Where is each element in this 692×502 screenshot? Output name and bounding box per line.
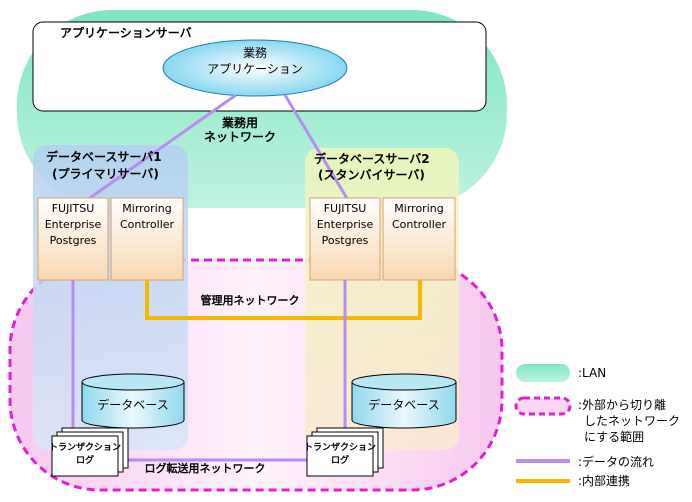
- business-network-label-2: ネットワーク: [203, 130, 276, 144]
- admin-network-label: 管理用ネットワーク: [200, 294, 300, 307]
- legend-isolated-label-2: したネットワーク: [584, 414, 681, 428]
- mirroring1-label-1: Mirroring: [122, 202, 172, 215]
- db-server1-title-1: データベースサーバ1: [46, 150, 162, 164]
- legend-lan-label: :LAN: [578, 366, 607, 380]
- fep2-label-2: Enterprise: [316, 218, 374, 231]
- db-server1-title-2: (プライマリサーバ): [52, 167, 159, 181]
- business-network-label-1: 業務用: [221, 116, 258, 130]
- business-network-line-2: [283, 94, 350, 201]
- fep1-label-3: Postgres: [49, 234, 97, 247]
- legend-isolated-swatch: [514, 396, 572, 416]
- business-network-line-1: [86, 93, 237, 202]
- database-1-cylinder: [81, 373, 185, 429]
- business-app-label-2: アプリケーション: [207, 62, 303, 76]
- fep2-label-3: Postgres: [321, 234, 369, 247]
- mirroring2-label-2: Controller: [391, 218, 447, 231]
- legend-isolated-label-1: :外部から切り離: [578, 398, 667, 412]
- transaction-log-2-stack: [306, 427, 384, 477]
- database-2-cylinder: [351, 373, 457, 429]
- txlog2-label-1: トランザクション: [303, 443, 376, 453]
- app-server-title: アプリケーションサーバ: [60, 26, 192, 40]
- log-shipping-network-label: ログ転送用ネットワーク: [144, 462, 266, 475]
- db-server2-title-2: (スタンバイサーバ): [318, 168, 425, 182]
- legend-lan-swatch: [516, 364, 570, 382]
- fep1-label-2: Enterprise: [44, 218, 102, 231]
- admin-network-line: [145, 280, 422, 320]
- legend-internal-label: :内部連携: [578, 474, 631, 488]
- fep-box-2: [309, 197, 381, 281]
- business-app-label-1: 業務: [242, 46, 267, 60]
- database1-label: データベース: [97, 398, 169, 412]
- db-server2-title-1: データベースサーバ2: [314, 152, 430, 166]
- legend-isolated-label-3: にする範囲: [584, 430, 645, 444]
- mirroring2-label-1: Mirroring: [394, 202, 444, 215]
- mirroring-box-2: [382, 197, 456, 281]
- mirroring-box-1: [110, 197, 184, 281]
- transaction-log-1-stack: [51, 427, 129, 477]
- txlog2-label-2: ログ: [330, 456, 349, 466]
- legend-data-flow-label: :データの流れ: [578, 455, 655, 469]
- business-app-ellipse: [162, 39, 348, 97]
- mirroring1-label-2: Controller: [119, 218, 175, 231]
- txlog1-label-1: トランザクション: [48, 443, 121, 453]
- fep1-label-1: FUJITSU: [51, 202, 95, 215]
- txlog1-label-2: ログ: [75, 456, 94, 466]
- fep2-label-1: FUJITSU: [323, 202, 367, 215]
- fep-box-1: [37, 197, 109, 281]
- database2-label: データベース: [368, 398, 440, 412]
